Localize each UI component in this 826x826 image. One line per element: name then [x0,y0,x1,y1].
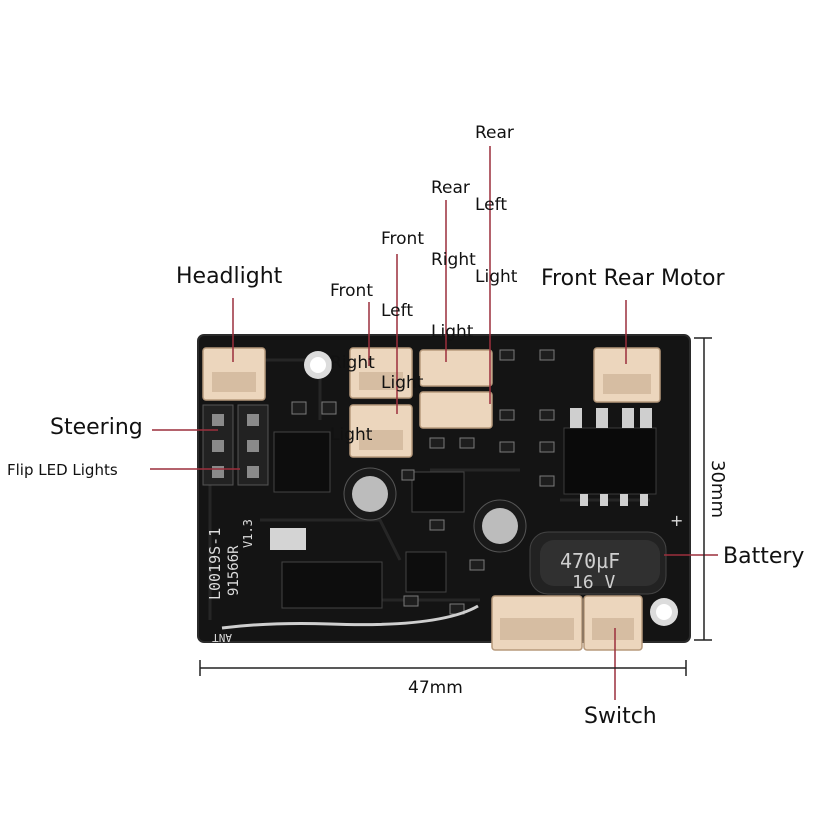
rear-left-light-label: Rear Left Light [475,73,517,313]
header-pins [212,414,259,478]
headlight-label: Headlight [176,264,283,289]
capacitor-value: 470µF [560,549,620,573]
rear-left-connector [419,391,493,429]
rear-left-line-2: Left [475,195,507,215]
front-left-light-label: Front Left Light [381,179,424,419]
rear-right-line-3: Light [431,322,474,342]
rear-right-line-2: Right [431,250,476,270]
chip-legs [570,408,652,506]
steering-label: Steering [50,415,143,440]
chips [270,427,657,609]
battery-label: Battery [723,544,805,569]
rear-right-line-1: Rear [431,178,470,198]
height-dimension: 30mm [707,460,728,518]
antenna-wire [221,604,479,630]
switch-label: Switch [584,704,657,729]
width-dimension: 47mm [408,678,463,698]
front-right-line-2: Right [330,353,375,373]
rear-right-light-label: Rear Right Light [431,128,476,368]
flip-led-lights-label: Flip LED Lights [7,461,118,479]
leader-lines [150,146,718,700]
part-marking: 91566R [226,545,242,596]
rear-left-line-1: Rear [475,123,514,143]
large-capacitor [529,531,667,595]
model-marking: L0019S-1 [206,528,224,600]
version-marking: V1.3 [241,519,255,548]
rear-right-connector [419,349,493,387]
smd-components [291,349,555,615]
front-left-line-2: Left [381,301,413,321]
ant-marking: ANT [212,631,232,644]
front-right-line-3: Light [330,425,373,445]
dimension-lines [199,337,712,676]
connector-pins [212,372,651,640]
small-capacitors [343,467,527,553]
front-right-light-label: Front Right Light [330,231,375,471]
front-right-line-1: Front [330,281,373,301]
capacitor-voltage: 16 V [572,572,616,593]
plus-marking: + [670,511,683,530]
mounting-holes [304,351,678,626]
front-left-line-1: Front [381,229,424,249]
front-rear-motor-label: Front Rear Motor [541,266,725,291]
front-left-line-3: Light [381,373,424,393]
rear-left-line-3: Light [475,267,518,287]
